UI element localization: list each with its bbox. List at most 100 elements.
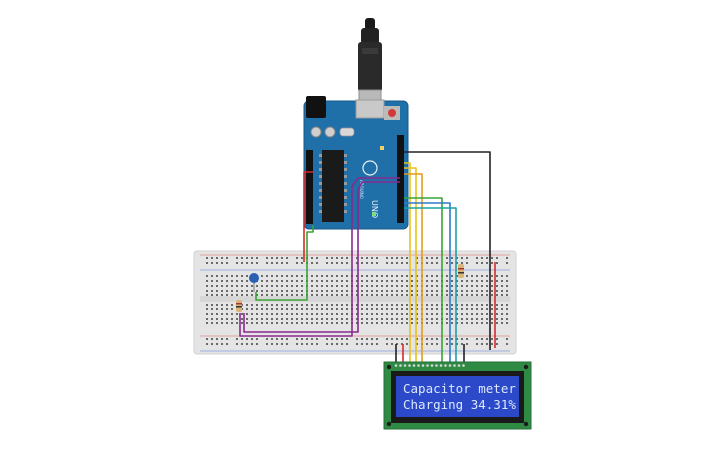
breadboard-hole[interactable] [481,280,483,282]
wire-purple-b[interactable] [243,181,400,333]
breadboard-hole[interactable] [236,257,238,259]
breadboard-hole[interactable] [311,338,313,340]
breadboard-hole[interactable] [496,313,498,315]
breadboard-hole[interactable] [446,338,448,340]
breadboard-hole[interactable] [256,313,258,315]
breadboard-hole[interactable] [471,285,473,287]
breadboard-hole[interactable] [236,313,238,315]
breadboard-hole[interactable] [251,313,253,315]
breadboard-hole[interactable] [306,343,308,345]
breadboard-hole[interactable] [211,294,213,296]
breadboard-hole[interactable] [306,304,308,306]
breadboard-hole[interactable] [491,280,493,282]
breadboard-hole[interactable] [416,322,418,324]
breadboard-hole[interactable] [221,257,223,259]
breadboard-hole[interactable] [486,262,488,264]
breadboard-hole[interactable] [241,318,243,320]
breadboard-hole[interactable] [436,322,438,324]
breadboard-hole[interactable] [266,275,268,277]
breadboard-hole[interactable] [461,318,463,320]
breadboard-hole[interactable] [211,257,213,259]
breadboard-hole[interactable] [386,308,388,310]
breadboard-hole[interactable] [416,290,418,292]
breadboard-hole[interactable] [491,322,493,324]
breadboard-hole[interactable] [271,257,273,259]
breadboard-hole[interactable] [436,257,438,259]
breadboard-hole[interactable] [336,290,338,292]
breadboard-hole[interactable] [451,257,453,259]
breadboard-hole[interactable] [271,313,273,315]
breadboard-hole[interactable] [286,322,288,324]
breadboard-hole[interactable] [286,318,288,320]
breadboard-hole[interactable] [311,294,313,296]
breadboard-hole[interactable] [371,294,373,296]
breadboard-hole[interactable] [286,294,288,296]
breadboard-hole[interactable] [376,338,378,340]
breadboard-hole[interactable] [296,280,298,282]
breadboard-hole[interactable] [276,343,278,345]
breadboard-hole[interactable] [466,304,468,306]
breadboard-hole[interactable] [356,257,358,259]
breadboard-hole[interactable] [336,322,338,324]
breadboard-hole[interactable] [241,285,243,287]
breadboard-hole[interactable] [296,290,298,292]
breadboard-hole[interactable] [301,257,303,259]
breadboard-hole[interactable] [476,275,478,277]
breadboard-hole[interactable] [501,290,503,292]
breadboard-hole[interactable] [426,285,428,287]
breadboard-hole[interactable] [331,308,333,310]
breadboard-hole[interactable] [226,313,228,315]
breadboard-hole[interactable] [331,343,333,345]
breadboard-hole[interactable] [316,313,318,315]
breadboard-hole[interactable] [376,313,378,315]
breadboard-hole[interactable] [486,313,488,315]
breadboard-hole[interactable] [311,257,313,259]
breadboard-hole[interactable] [466,280,468,282]
breadboard-hole[interactable] [206,275,208,277]
breadboard-hole[interactable] [356,280,358,282]
breadboard-hole[interactable] [506,262,508,264]
breadboard-hole[interactable] [221,313,223,315]
breadboard-hole[interactable] [506,304,508,306]
breadboard-hole[interactable] [446,308,448,310]
breadboard-hole[interactable] [466,262,468,264]
breadboard-hole[interactable] [446,262,448,264]
breadboard-hole[interactable] [411,318,413,320]
breadboard-hole[interactable] [496,262,498,264]
breadboard-hole[interactable] [391,304,393,306]
breadboard-hole[interactable] [246,257,248,259]
breadboard-hole[interactable] [271,294,273,296]
breadboard-hole[interactable] [216,308,218,310]
breadboard-hole[interactable] [426,343,428,345]
breadboard-hole[interactable] [366,338,368,340]
breadboard-hole[interactable] [336,257,338,259]
breadboard-hole[interactable] [206,285,208,287]
breadboard-hole[interactable] [361,313,363,315]
breadboard-hole[interactable] [271,262,273,264]
breadboard-hole[interactable] [391,290,393,292]
breadboard-hole[interactable] [371,290,373,292]
breadboard-hole[interactable] [326,338,328,340]
breadboard-hole[interactable] [346,318,348,320]
breadboard-hole[interactable] [331,313,333,315]
breadboard-hole[interactable] [481,308,483,310]
breadboard-hole[interactable] [296,285,298,287]
breadboard-hole[interactable] [271,322,273,324]
breadboard-hole[interactable] [236,285,238,287]
breadboard-hole[interactable] [291,313,293,315]
breadboard-hole[interactable] [481,322,483,324]
breadboard-hole[interactable] [281,285,283,287]
breadboard-hole[interactable] [491,338,493,340]
breadboard-hole[interactable] [296,275,298,277]
breadboard-hole[interactable] [451,285,453,287]
breadboard-hole[interactable] [406,262,408,264]
breadboard-hole[interactable] [391,322,393,324]
breadboard-hole[interactable] [466,338,468,340]
breadboard-hole[interactable] [236,290,238,292]
breadboard-hole[interactable] [406,343,408,345]
breadboard-hole[interactable] [301,294,303,296]
breadboard-hole[interactable] [446,280,448,282]
breadboard-hole[interactable] [431,262,433,264]
breadboard-hole[interactable] [361,304,363,306]
breadboard-hole[interactable] [321,290,323,292]
